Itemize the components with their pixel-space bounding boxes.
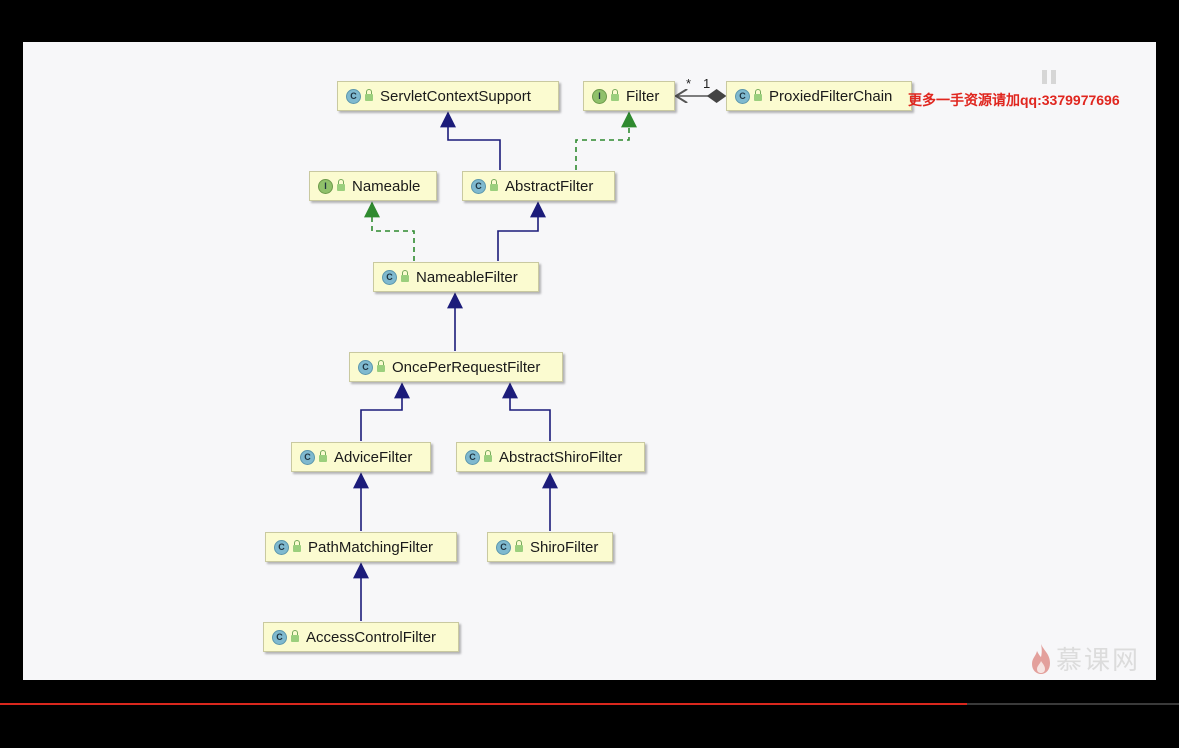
multiplicity-many: *	[686, 76, 692, 91]
public-lock-icon	[515, 540, 523, 552]
watermark-prefix: 更多一手资源请加	[908, 93, 1020, 109]
public-lock-icon	[611, 89, 619, 101]
node-label: NameableFilter	[416, 268, 518, 286]
node-proxied-filter-chain[interactable]: C ProxiedFilterChain	[726, 81, 912, 111]
multiplicity-one: 1	[703, 76, 711, 91]
interface-icon: I	[592, 88, 607, 104]
node-label: ShiroFilter	[530, 538, 599, 556]
node-label: ProxiedFilterChain	[769, 87, 893, 105]
node-label: Nameable	[352, 177, 421, 195]
edge-nameablefilter-abstractfilter	[497, 201, 546, 261]
public-lock-icon	[484, 450, 492, 462]
public-lock-icon	[365, 89, 373, 101]
pause-icon[interactable]	[1042, 70, 1056, 84]
public-lock-icon	[754, 89, 762, 101]
watermark-text: 更多一手资源请加qq:3379977696	[908, 90, 1120, 110]
logo-text: 慕课网	[1056, 646, 1141, 676]
node-label: PathMatchingFilter	[308, 538, 434, 556]
node-nameable-filter[interactable]: C NameableFilter	[373, 262, 539, 292]
public-lock-icon	[490, 179, 498, 191]
node-advice-filter[interactable]: C AdviceFilter	[291, 442, 431, 472]
node-servlet-context-support[interactable]: C ServletContextSupport	[337, 81, 559, 111]
class-icon: C	[358, 359, 373, 375]
video-progress-fill	[0, 703, 967, 705]
video-progress-bar[interactable]	[0, 703, 1179, 705]
node-filter[interactable]: I Filter	[583, 81, 675, 111]
edge-abstractfilter-servletcontextsupport	[440, 111, 501, 170]
public-lock-icon	[293, 540, 301, 552]
node-abstract-filter[interactable]: C AbstractFilter	[462, 171, 615, 201]
node-label: AccessControlFilter	[306, 628, 437, 646]
class-icon: C	[274, 539, 289, 555]
node-nameable[interactable]: I Nameable	[309, 171, 437, 201]
flame-icon	[1032, 643, 1050, 674]
node-shiro-filter[interactable]: C ShiroFilter	[487, 532, 613, 562]
class-icon: C	[735, 88, 750, 104]
public-lock-icon	[319, 450, 327, 462]
node-label: Filter	[626, 87, 660, 105]
class-icon: C	[465, 449, 480, 465]
class-icon: C	[346, 88, 361, 104]
node-once-per-request-filter[interactable]: C OncePerRequestFilter	[349, 352, 563, 382]
class-icon: C	[471, 178, 486, 194]
node-label: AbstractFilter	[505, 177, 594, 195]
node-label: OncePerRequestFilter	[392, 358, 541, 376]
public-lock-icon	[291, 630, 299, 642]
edge-advicefilter-onceperrequestfilter	[360, 382, 410, 441]
watermark-qq: qq:3379977696	[1020, 92, 1120, 108]
diagram-canvas	[23, 42, 1156, 680]
edge-abstractshirofilter-onceperrequestfilter	[502, 382, 551, 441]
interface-icon: I	[318, 178, 333, 194]
public-lock-icon	[377, 360, 385, 372]
class-icon: C	[300, 449, 315, 465]
imooc-logo: 慕课网	[1030, 640, 1140, 677]
node-label: AdviceFilter	[334, 448, 413, 466]
node-path-matching-filter[interactable]: C PathMatchingFilter	[265, 532, 457, 562]
node-access-control-filter[interactable]: C AccessControlFilter	[263, 622, 459, 652]
node-abstract-shiro-filter[interactable]: C AbstractShiroFilter	[456, 442, 645, 472]
class-icon: C	[496, 539, 511, 555]
public-lock-icon	[337, 179, 345, 191]
node-label: AbstractShiroFilter	[499, 448, 623, 466]
node-label: ServletContextSupport	[380, 87, 531, 105]
class-icon: C	[382, 269, 397, 285]
edge-nameablefilter-nameable	[364, 201, 415, 261]
class-icon: C	[272, 629, 287, 645]
public-lock-icon	[401, 270, 409, 282]
edge-abstractfilter-filter	[575, 111, 637, 170]
